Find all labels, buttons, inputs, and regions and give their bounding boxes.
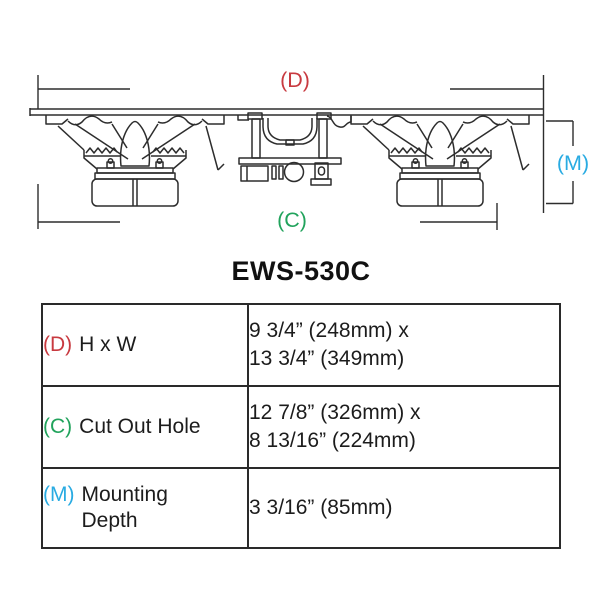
dimension-m: (M) (546, 120, 589, 205)
row-key-m: (M) (43, 483, 75, 506)
mounting-depth-value-line1: 3 3/16” (85mm) (249, 496, 393, 519)
hxw-value-line1: 9 3/4” (248mm) x (249, 319, 409, 342)
cutout-value-line1: 12 7/8” (326mm) x (249, 401, 421, 424)
coil (283, 161, 305, 183)
baffle-board (29, 108, 544, 116)
right-woofer (350, 114, 530, 207)
crossover-assembly (237, 112, 352, 186)
hxw-value-line2: 13 3/4” (349mm) (249, 347, 405, 370)
row-key-d: (D) (43, 333, 73, 356)
spec-table: (D) H x W 9 3/4” (248mm) x 13 3/4” (349m… (41, 303, 561, 549)
dimension-d-label: (D) (280, 68, 310, 92)
speaker-cross-section-diagram: (D) (C) (M) (29, 68, 589, 232)
cutout-value-line2: 8 13/16” (224mm) (249, 429, 416, 452)
table-row-cutout: (C) Cut Out Hole 12 7/8” (326mm) x 8 13/… (41, 385, 561, 469)
terminal (314, 162, 329, 180)
tweeter-cup (262, 118, 318, 145)
table-row-mounting-depth: (M) Mounting Depth 3 3/16” (85mm) (41, 467, 561, 549)
left-woofer (45, 114, 225, 207)
model-title: EWS-530C (231, 256, 371, 286)
row-label-cutout: Cut Out Hole (79, 415, 201, 438)
dimension-d: (D) (37, 68, 545, 213)
table-row-hxw: (D) H x W 9 3/4” (248mm) x 13 3/4” (349m… (41, 303, 561, 387)
dimension-c-label: (C) (277, 208, 307, 232)
dimension-m-label: (M) (557, 151, 589, 175)
row-label-mounting-depth: Mounting Depth (81, 483, 168, 532)
capacitor (240, 165, 269, 182)
dimension-c: (C) (37, 184, 498, 232)
row-key-c: (C) (43, 415, 73, 438)
row-label-hxw: H x W (79, 333, 137, 356)
